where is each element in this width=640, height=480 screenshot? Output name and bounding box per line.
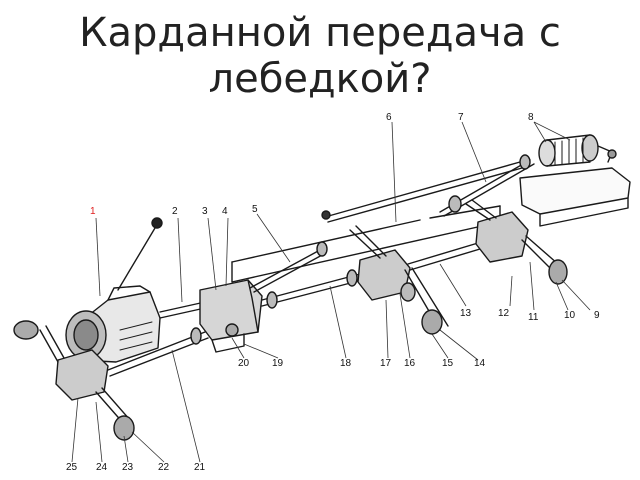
label-9: 9 bbox=[594, 310, 600, 321]
label-18: 18 bbox=[340, 358, 352, 369]
label-10: 10 bbox=[564, 310, 576, 321]
label-19: 19 bbox=[272, 358, 284, 369]
label-24: 24 bbox=[96, 462, 108, 473]
label-23: 23 bbox=[122, 462, 134, 473]
shaft-5 bbox=[249, 241, 328, 293]
front-axle-shaft-21 bbox=[107, 327, 209, 377]
label-15: 15 bbox=[442, 358, 454, 369]
rear-axle bbox=[465, 199, 568, 285]
label-17: 17 bbox=[380, 358, 392, 369]
title-line-1: Карданной передача с bbox=[79, 10, 561, 56]
gear-lever bbox=[117, 217, 163, 291]
label-20: 20 bbox=[238, 358, 250, 369]
label-25: 25 bbox=[66, 462, 78, 473]
title-line-2: лебедкой? bbox=[208, 56, 432, 102]
winch-drum bbox=[538, 134, 617, 167]
middle-axle-shaft-18 bbox=[261, 269, 363, 309]
front-axle bbox=[13, 320, 135, 441]
middle-wheel-hub bbox=[400, 282, 416, 302]
winch-frame bbox=[519, 167, 631, 227]
label-4: 4 bbox=[222, 206, 228, 217]
label-6: 6 bbox=[386, 112, 392, 123]
slide-title: Карданной передача с лебедкой? bbox=[0, 10, 640, 102]
label-16: 16 bbox=[404, 358, 416, 369]
label-21: 21 bbox=[194, 462, 206, 473]
label-2: 2 bbox=[172, 206, 178, 217]
label-14: 14 bbox=[474, 358, 486, 369]
label-1: 1 bbox=[90, 206, 96, 217]
label-22: 22 bbox=[158, 462, 170, 473]
label-7: 7 bbox=[458, 112, 464, 123]
label-13: 13 bbox=[460, 308, 472, 319]
label-3: 3 bbox=[202, 206, 208, 217]
leader-lines bbox=[71, 121, 591, 463]
middle-axle bbox=[349, 225, 449, 335]
upper-shaft-6 bbox=[321, 161, 523, 223]
label-11: 11 bbox=[528, 312, 539, 323]
gearbox-1 bbox=[65, 285, 161, 363]
label-12: 12 bbox=[498, 308, 510, 319]
label-8: 8 bbox=[528, 112, 534, 123]
winch-shaft-7 bbox=[439, 154, 535, 217]
label-5: 5 bbox=[252, 204, 258, 215]
frame-crossmember bbox=[231, 205, 501, 283]
shaft-2 bbox=[159, 301, 206, 319]
transfer-case-3 bbox=[199, 279, 263, 353]
part-labels: 1 2 3 4 5 6 7 8 9 10 11 12 13 14 15 16 1… bbox=[66, 112, 600, 473]
